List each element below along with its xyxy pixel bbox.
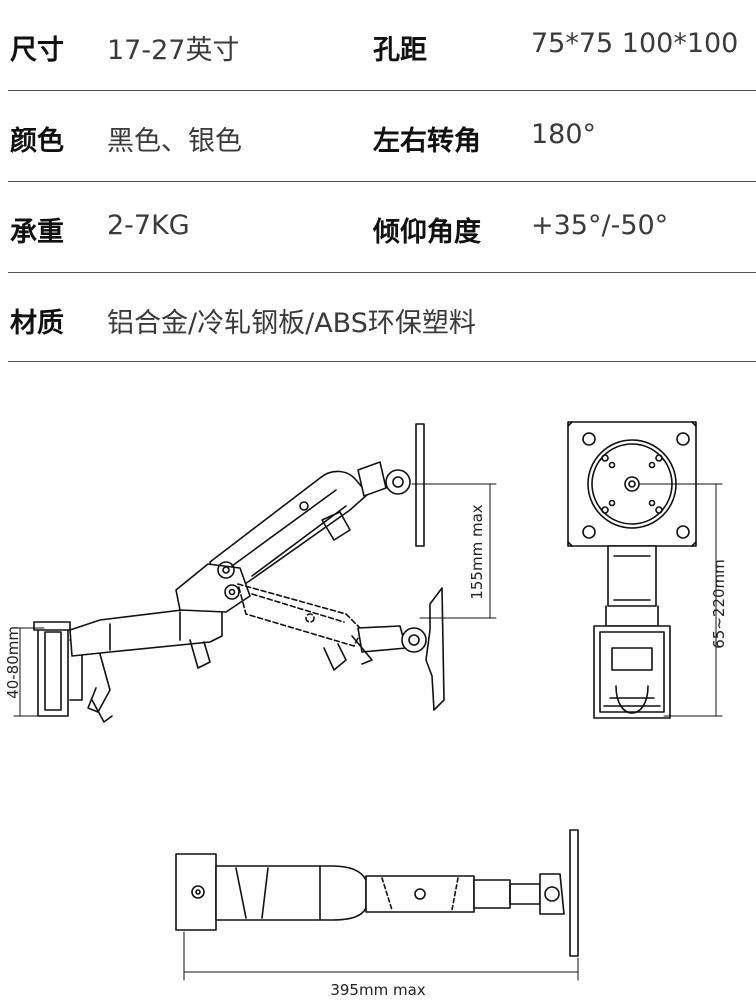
dim-vertical-label: 155mm max — [468, 504, 486, 599]
top-view: 395mm max — [175, 829, 579, 999]
spec-label-tilt: 倾仰角度 — [373, 217, 481, 248]
dim-height-label: 65~220mm — [710, 559, 728, 649]
spec-value-load: 2-7KG — [107, 210, 190, 241]
tilt-head-upper — [357, 423, 425, 547]
spec-label-swivel: 左右转角 — [373, 126, 481, 157]
dim-vertical-max — [411, 483, 497, 619]
dim-reach-max — [183, 931, 579, 981]
top-tilt-head — [539, 829, 579, 957]
spec-label-size: 尺寸 — [10, 35, 64, 66]
spec-value-material: 铝合金/冷轧钢板/ABS环保塑料 — [107, 308, 476, 339]
spec-row-material: 材质 铝合金/冷轧钢板/ABS环保塑料 — [0, 273, 756, 363]
tilt-head-lower — [351, 587, 445, 711]
front-column — [605, 545, 659, 627]
top-clamp — [175, 853, 217, 931]
row-divider — [8, 90, 756, 91]
front-view: 65~220mm — [567, 421, 728, 719]
spec-value-swivel: 180° — [531, 119, 597, 150]
technical-drawing: 40-80mm 155mm max — [4, 421, 728, 999]
spec-table: 尺寸 17-27英寸 孔距 75*75 100*100 颜色 黑色、银色 左右转… — [0, 0, 756, 362]
vesa-plate — [567, 421, 697, 547]
dim-clamp-label: 40-80mm — [4, 626, 22, 699]
row-divider — [8, 361, 756, 362]
front-clamp — [593, 625, 671, 719]
spec-row-size-vesa: 尺寸 17-27英寸 孔距 75*75 100*100 — [0, 0, 756, 90]
spec-label-vesa: 孔距 — [373, 35, 427, 66]
dim-reach-label: 395mm max — [330, 981, 425, 999]
spec-row-load-tilt: 承重 2-7KG 倾仰角度 +35°/-50° — [0, 182, 756, 272]
elbow-joint — [175, 561, 251, 613]
dim-clamp-range — [13, 627, 45, 717]
side-view: 40-80mm 155mm max — [4, 423, 497, 723]
row-divider — [8, 272, 756, 273]
spec-value-color: 黑色、银色 — [107, 126, 242, 157]
spec-value-tilt: +35°/-50° — [531, 210, 669, 241]
top-arm — [215, 865, 541, 921]
desk-clamp — [33, 621, 83, 717]
spec-label-material: 材质 — [10, 308, 64, 339]
spec-row-color-swivel: 颜色 黑色、银色 左右转角 180° — [0, 91, 756, 181]
spec-value-size: 17-27英寸 — [107, 35, 240, 66]
row-divider — [8, 181, 756, 182]
base-arm — [69, 605, 223, 723]
spec-label-load: 承重 — [10, 217, 64, 248]
spec-label-color: 颜色 — [10, 126, 64, 157]
spec-value-vesa: 75*75 100*100 — [531, 28, 739, 59]
dim-height-range — [639, 483, 723, 717]
lower-arm-alt-position — [237, 583, 363, 647]
